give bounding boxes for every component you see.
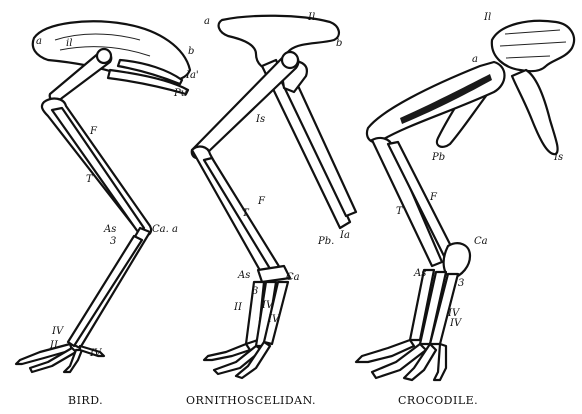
croc-label-t: T	[396, 206, 404, 217]
bird-label-ca-mark: a	[172, 224, 178, 235]
orn-label-il: Il	[307, 12, 315, 23]
bird-label-pu: Pu	[173, 88, 187, 99]
bird-label-iv2: IV	[89, 348, 103, 359]
orn-label-pb: Pb.	[317, 236, 334, 247]
orn-label-ia: Ia	[339, 230, 350, 241]
croc-label-a: a	[472, 54, 478, 65]
croc-label-f: F	[429, 192, 438, 203]
croc-ischium	[512, 70, 558, 154]
croc-label-il: Il	[483, 12, 491, 23]
bird-label-ca: Ca.	[152, 224, 169, 235]
orn-label-is: Is	[255, 114, 265, 125]
orn-label-ca: Ca	[286, 272, 300, 283]
croc-label-pb: Pb	[431, 152, 445, 163]
croc-label-3: 3	[458, 278, 464, 289]
orn-label-iv2: IV	[267, 314, 281, 325]
bird-label-f: F	[89, 126, 98, 137]
orn-label-as: As	[237, 270, 250, 281]
bird-label-t: T	[86, 174, 94, 185]
orn-label-3: 3	[252, 286, 258, 297]
bird-label-ia: Ia'	[185, 70, 199, 81]
bird-skeleton	[16, 21, 190, 372]
orn-label-f: F	[257, 196, 266, 207]
bird-label-il: il	[66, 38, 72, 49]
bird-label-b: b	[188, 46, 194, 57]
bird-label-as: As	[103, 224, 116, 235]
orn-label-ii: II	[233, 302, 243, 313]
orn-label-a: a	[204, 16, 210, 27]
bird-label-3: 3	[110, 236, 116, 247]
caption-bird: BIRD.	[68, 394, 103, 407]
croc-calcaneum	[444, 243, 470, 278]
crocodile-skeleton	[356, 21, 574, 380]
orn-tibia	[192, 147, 272, 274]
bird-label-iv: IV	[51, 326, 65, 337]
croc-label-ca: Ca	[474, 236, 488, 247]
orn-label-b: b	[336, 38, 342, 49]
croc-label-iv2: IV	[449, 318, 463, 329]
bird-label-ii: II	[49, 340, 59, 351]
orn-label-iv: IV	[261, 300, 275, 311]
caption-ornithoscelidan: ORNITHOSCELIDAN.	[186, 394, 316, 407]
bird-label-a: a	[36, 36, 42, 47]
caption-crocodile: CROCODILE.	[398, 394, 478, 407]
croc-label-as: As	[413, 268, 426, 279]
croc-label-is: Is	[553, 152, 563, 163]
